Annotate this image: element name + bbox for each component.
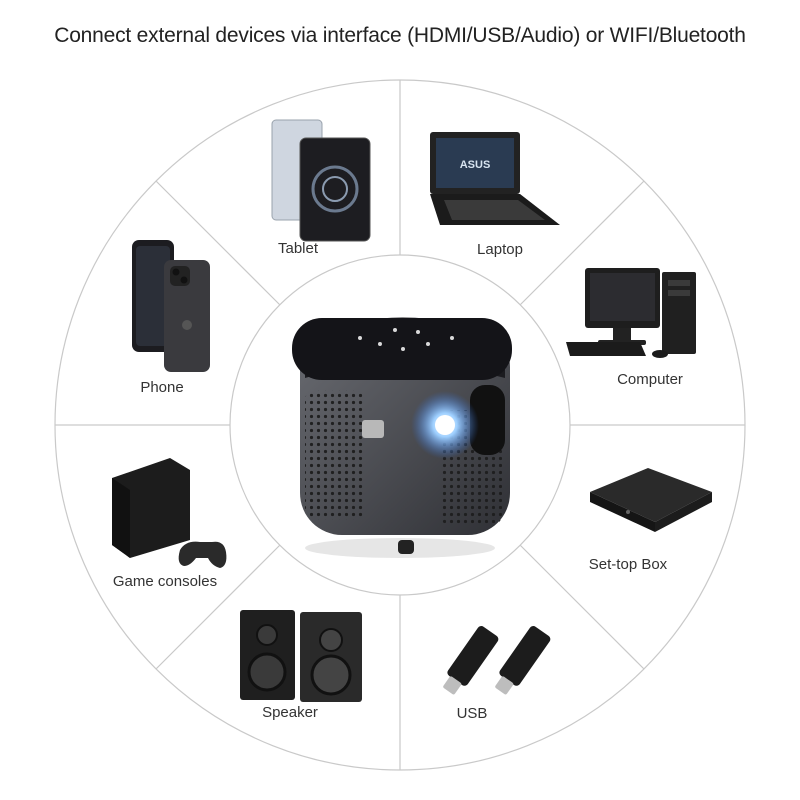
device-game-consoles-label: Game consoles bbox=[113, 573, 217, 590]
device-laptop-label: Laptop bbox=[477, 241, 523, 258]
device-speaker[interactable]: Speaker bbox=[240, 610, 362, 721]
device-laptop[interactable]: ASUS Laptop bbox=[430, 132, 560, 258]
device-speaker-label: Speaker bbox=[262, 704, 318, 721]
phone-icon bbox=[132, 240, 210, 372]
desktop-computer-icon bbox=[566, 268, 696, 358]
device-phone[interactable]: Phone bbox=[132, 240, 210, 396]
device-computer-label: Computer bbox=[617, 371, 683, 388]
game-console-icon bbox=[112, 458, 227, 568]
laptop-brand-logo: ASUS bbox=[460, 159, 491, 171]
device-phone-label: Phone bbox=[140, 379, 183, 396]
tablet-icon bbox=[271, 119, 371, 242]
spokes bbox=[55, 80, 745, 770]
laptop-icon: ASUS bbox=[430, 132, 560, 225]
device-set-top-box[interactable]: Set-top Box bbox=[589, 468, 712, 573]
device-usb[interactable]: USB bbox=[438, 624, 552, 722]
device-set-top-box-label: Set-top Box bbox=[589, 556, 668, 573]
device-usb-label: USB bbox=[457, 705, 488, 722]
set-top-box-icon bbox=[590, 468, 712, 532]
mini-projector-icon bbox=[292, 317, 512, 558]
page-title: Connect external devices via interface (… bbox=[54, 24, 746, 47]
device-computer[interactable]: Computer bbox=[566, 268, 696, 388]
device-game-consoles[interactable]: Game consoles bbox=[112, 458, 227, 590]
device-tablet[interactable]: Tablet bbox=[271, 119, 371, 257]
usb-drive-icon bbox=[443, 626, 551, 695]
speaker-icon bbox=[240, 610, 362, 702]
device-tablet-label: Tablet bbox=[278, 240, 319, 257]
